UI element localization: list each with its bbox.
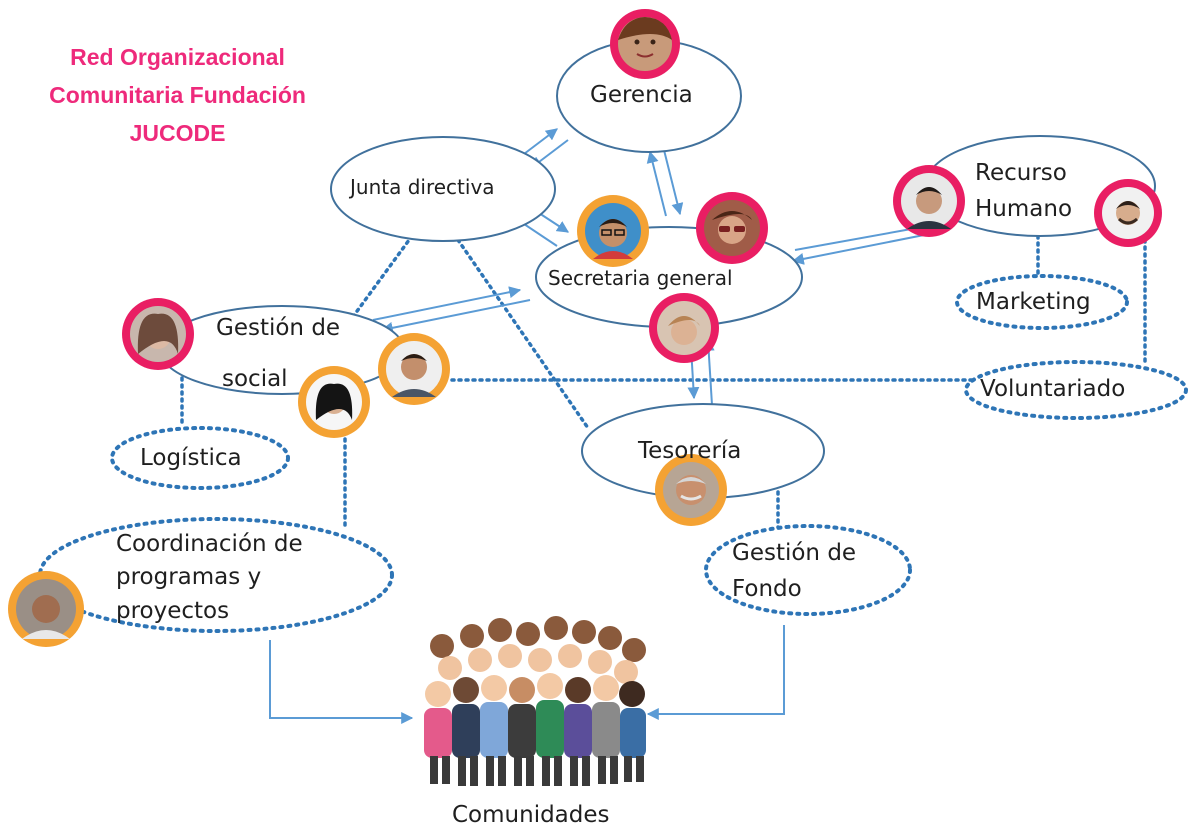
- avatar-secretaria-3: [649, 293, 719, 363]
- avatar-recurso-humano-2: [1094, 179, 1162, 247]
- title-line-2: Comunitaria Fundación: [49, 82, 306, 108]
- node-gestion-fondo: [704, 524, 912, 616]
- avatar-coordinacion: [8, 571, 84, 647]
- node-marketing: [955, 274, 1129, 330]
- arrow-gerencia-to-secretaria: [663, 149, 684, 216]
- arrow-rh-to-secretaria: [791, 234, 925, 265]
- node-coordinacion: [38, 517, 394, 633]
- label-recurso-humano-1: Recurso: [975, 160, 1067, 186]
- arrow-junta-to-gerencia: [519, 128, 558, 158]
- label-gestion-fondo-2: Fondo: [732, 576, 802, 602]
- arrow-coordinacion-to-comunidades: [269, 640, 414, 724]
- avatar-recurso-humano-1: [893, 165, 965, 237]
- avatar-secretaria-1: [577, 195, 649, 267]
- title-line-3: JUCODE: [129, 120, 226, 146]
- avatar-gestion-social-3: [298, 366, 370, 438]
- avatar-tesoreria: [655, 454, 727, 526]
- label-gestion-social-2: social: [222, 366, 288, 392]
- avatar-gestion-social-2: [378, 333, 450, 405]
- label-coordinacion-2: programas y: [116, 564, 262, 590]
- diagram-title: Red Organizacional Comunitaria Fundación…: [10, 38, 345, 152]
- label-comunidades: Comunidades: [452, 802, 610, 828]
- label-junta-directiva: Junta directiva: [350, 175, 495, 199]
- label-gerencia: Gerencia: [590, 82, 693, 108]
- label-tesoreria: Tesorería: [638, 438, 742, 464]
- label-logistica: Logística: [140, 445, 242, 471]
- node-voluntariado: [964, 360, 1188, 420]
- label-coordinacion-3: proyectos: [116, 598, 230, 624]
- label-voluntariado: Voluntariado: [980, 376, 1126, 402]
- arrow-gestion-to-secretaria: [372, 286, 522, 321]
- node-junta-directiva: [330, 136, 556, 242]
- arrow-secretaria-to-gerencia: [646, 150, 667, 217]
- label-gestion-fondo-1: Gestión de: [732, 540, 857, 566]
- avatar-secretaria-2: [696, 192, 768, 264]
- avatars: [8, 9, 1162, 647]
- label-secretaria-general: Secretaria general: [548, 266, 733, 290]
- label-recurso-humano-2: Humano: [975, 196, 1073, 222]
- dotted-connectors: [180, 210, 1147, 537]
- node-logistica: [110, 426, 290, 490]
- label-gestion-social-1: Gestión de: [216, 315, 341, 341]
- avatar-gerencia: [610, 9, 680, 79]
- dotted-junta-tesoreria: [456, 238, 590, 430]
- title-line-1: Red Organizacional: [70, 44, 285, 70]
- arrow-secretaria-to-gestion: [380, 299, 531, 334]
- avatar-gestion-social-1: [122, 298, 194, 370]
- arrow-fondo-to-comunidades: [646, 625, 785, 720]
- community-crowd-icon: [424, 616, 646, 786]
- arrow-secretaria-to-rh: [794, 222, 930, 251]
- dotted-junta-gestion: [350, 234, 414, 320]
- label-coordinacion-1: Coordinación de: [116, 531, 303, 557]
- label-marketing: Marketing: [976, 289, 1091, 315]
